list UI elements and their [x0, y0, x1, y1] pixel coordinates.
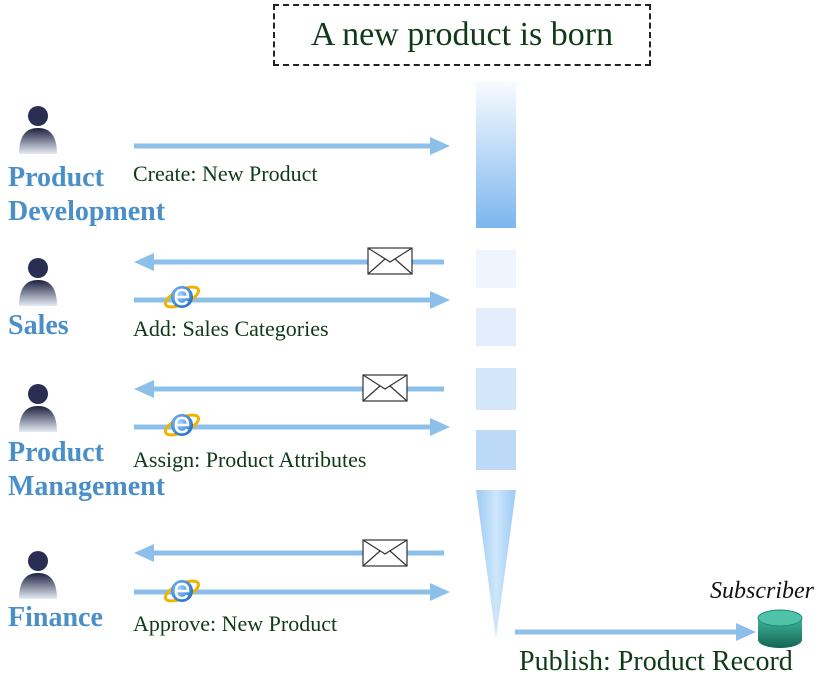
action-assign-product-attributes: Assign: Product Attributes — [133, 447, 367, 472]
arrowhead — [134, 253, 154, 271]
arrowhead — [134, 380, 154, 398]
arrowhead — [430, 418, 450, 436]
database-icon — [757, 609, 803, 648]
pipe-tip — [476, 490, 516, 638]
pipe-segment — [476, 308, 516, 346]
person-icon — [19, 106, 57, 154]
pipeline — [476, 82, 516, 638]
envelope-icon — [367, 247, 413, 275]
publish-label: Publish: Product Record — [519, 646, 793, 677]
envelope-icon — [362, 539, 408, 567]
arrowhead — [134, 544, 154, 562]
pipe-segment — [476, 430, 516, 470]
arrowhead — [736, 623, 756, 641]
role-label-line1: Sales — [8, 310, 69, 341]
title-box: A new product is born — [273, 4, 651, 66]
subscriber-label: Subscriber — [710, 578, 814, 604]
arrowhead — [430, 583, 450, 601]
role-sales: Sales — [8, 309, 69, 343]
action-create-new-product: Create: New Product — [133, 161, 318, 186]
ie-browser-icon — [161, 575, 203, 607]
role-label-line1: Finance — [8, 602, 103, 633]
pipe-segment — [476, 368, 516, 410]
role-label-line2: Development — [8, 196, 166, 227]
ie-browser-icon — [161, 281, 203, 313]
role-product-management: Product Management — [8, 436, 165, 504]
arrowhead — [430, 291, 450, 309]
title-text: A new product is born — [310, 16, 614, 53]
ie-browser-icon — [161, 409, 203, 441]
action-approve-new-product: Approve: New Product — [133, 611, 338, 636]
role-label-line2: Management — [8, 471, 166, 502]
role-label-line1: Product — [8, 437, 104, 468]
role-label-line1: Product — [8, 162, 104, 193]
person-icon — [19, 258, 57, 306]
role-product-development: Product Development — [8, 161, 165, 229]
pipe-segment — [476, 82, 516, 228]
person-icon — [19, 384, 57, 432]
arrowhead — [430, 137, 450, 155]
pipe-segment — [476, 250, 516, 288]
role-finance: Finance — [8, 601, 103, 635]
arrows — [134, 137, 756, 641]
person-icon — [19, 551, 57, 599]
envelope-icon — [362, 374, 408, 402]
action-add-sales-categories: Add: Sales Categories — [133, 316, 329, 341]
